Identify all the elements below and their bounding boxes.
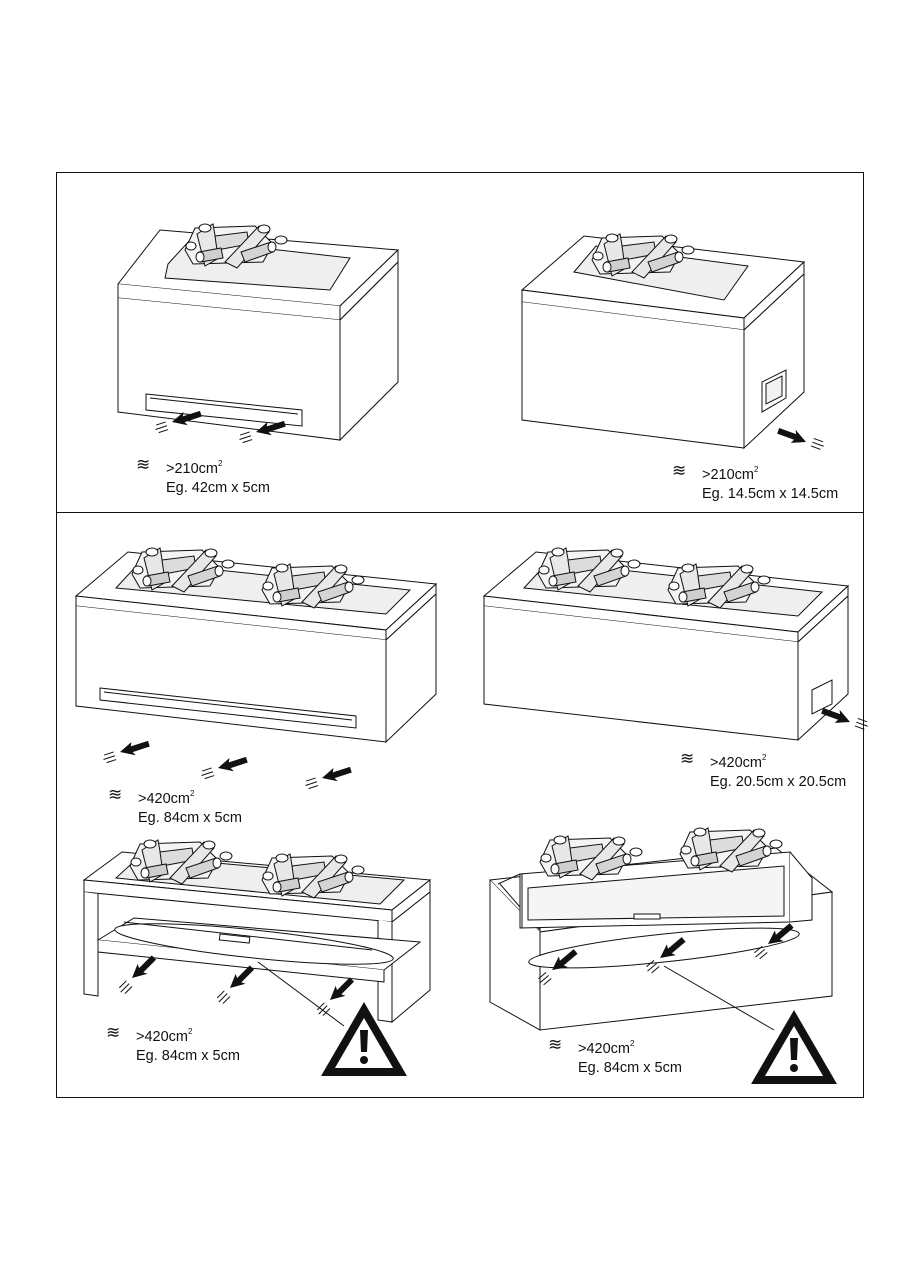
example-dimensions: Eg. 20.5cm x 20.5cm: [710, 774, 847, 790]
area-value: >210cm: [702, 467, 754, 483]
example-dimensions: Eg. 84cm x 5cm: [578, 1060, 682, 1076]
area-unit-sup: 2: [762, 753, 767, 762]
area-value: >210cm: [166, 461, 218, 477]
diagram-frame: [56, 172, 864, 1098]
section-divider: [56, 512, 864, 513]
area-value: >420cm: [710, 755, 762, 771]
caption-panel-4: ≋ >420cm2 Eg. 20.5cm x 20.5cm: [680, 748, 847, 792]
warning-leader-2: [663, 965, 775, 1031]
caption-panel-3: ≋ >420cm2 Eg. 84cm x 5cm: [108, 784, 242, 828]
airflow-waves-icon: ≋: [680, 749, 695, 768]
airflow-waves-icon: ≋: [108, 785, 123, 804]
area-unit-sup: 2: [190, 789, 195, 798]
area-unit-sup: 2: [218, 459, 223, 468]
area-unit-sup: 2: [188, 1027, 193, 1036]
area-value: >420cm: [138, 791, 190, 807]
airflow-waves-icon: ≋: [672, 461, 687, 480]
airflow-waves-icon: ≋: [106, 1023, 121, 1042]
example-dimensions: Eg. 84cm x 5cm: [138, 810, 242, 826]
airflow-arrows-2: [775, 423, 827, 455]
fireplace-double-front-vent: [74, 551, 438, 744]
area-value: >420cm: [136, 1029, 188, 1045]
caption-panel-1: ≋ >210cm2 Eg. 42cm x 5cm: [136, 454, 270, 498]
fireplace-side-vent: [520, 235, 806, 450]
caption-panel-6: ≋ >420cm2 Eg. 84cm x 5cm: [548, 1034, 682, 1078]
example-dimensions: Eg. 14.5cm x 14.5cm: [702, 486, 839, 502]
fireplace-double-side-vent: [482, 551, 850, 742]
airflow-waves-icon: ≋: [136, 455, 151, 474]
insert-open-frame-front: [82, 851, 432, 1024]
area-unit-sup: 2: [754, 465, 759, 474]
insert-cabinet-top: [488, 847, 834, 1031]
warning-leader-1: [257, 961, 345, 1027]
airflow-waves-icon: ≋: [548, 1035, 563, 1054]
caption-panel-2: ≋ >210cm2 Eg. 14.5cm x 14.5cm: [672, 460, 839, 504]
example-dimensions: Eg. 42cm x 5cm: [166, 480, 270, 496]
example-dimensions: Eg. 84cm x 5cm: [136, 1048, 240, 1064]
area-value: >420cm: [578, 1041, 630, 1057]
area-unit-sup: 2: [630, 1039, 635, 1048]
caption-panel-5: ≋ >420cm2 Eg. 84cm x 5cm: [106, 1022, 240, 1066]
